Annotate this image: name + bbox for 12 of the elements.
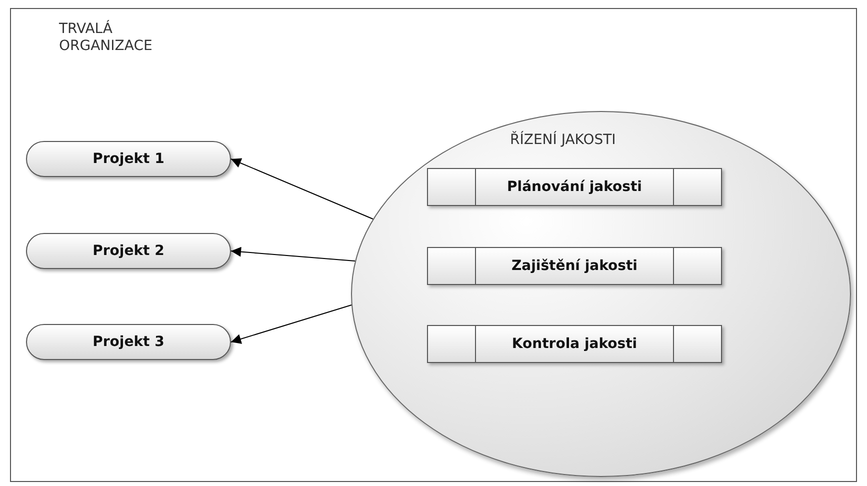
frame-title: TRVALÁ ORGANIZACE (59, 21, 154, 55)
frame-box (10, 8, 857, 482)
arrow (230, 246, 356, 262)
project-pill: Projekt 3 (26, 324, 231, 360)
arrow (230, 158, 374, 220)
ellipse-title: ŘÍZENÍ JAKOSTI (510, 130, 616, 150)
project-pill: Projekt 2 (26, 233, 231, 269)
arrow (230, 304, 352, 344)
project-pill: Projekt 1 (26, 141, 231, 177)
process-box: Zajištění jakosti (427, 247, 722, 285)
process-box: Plánování jakosti (427, 168, 722, 206)
process-box: Kontrola jakosti (427, 325, 722, 363)
